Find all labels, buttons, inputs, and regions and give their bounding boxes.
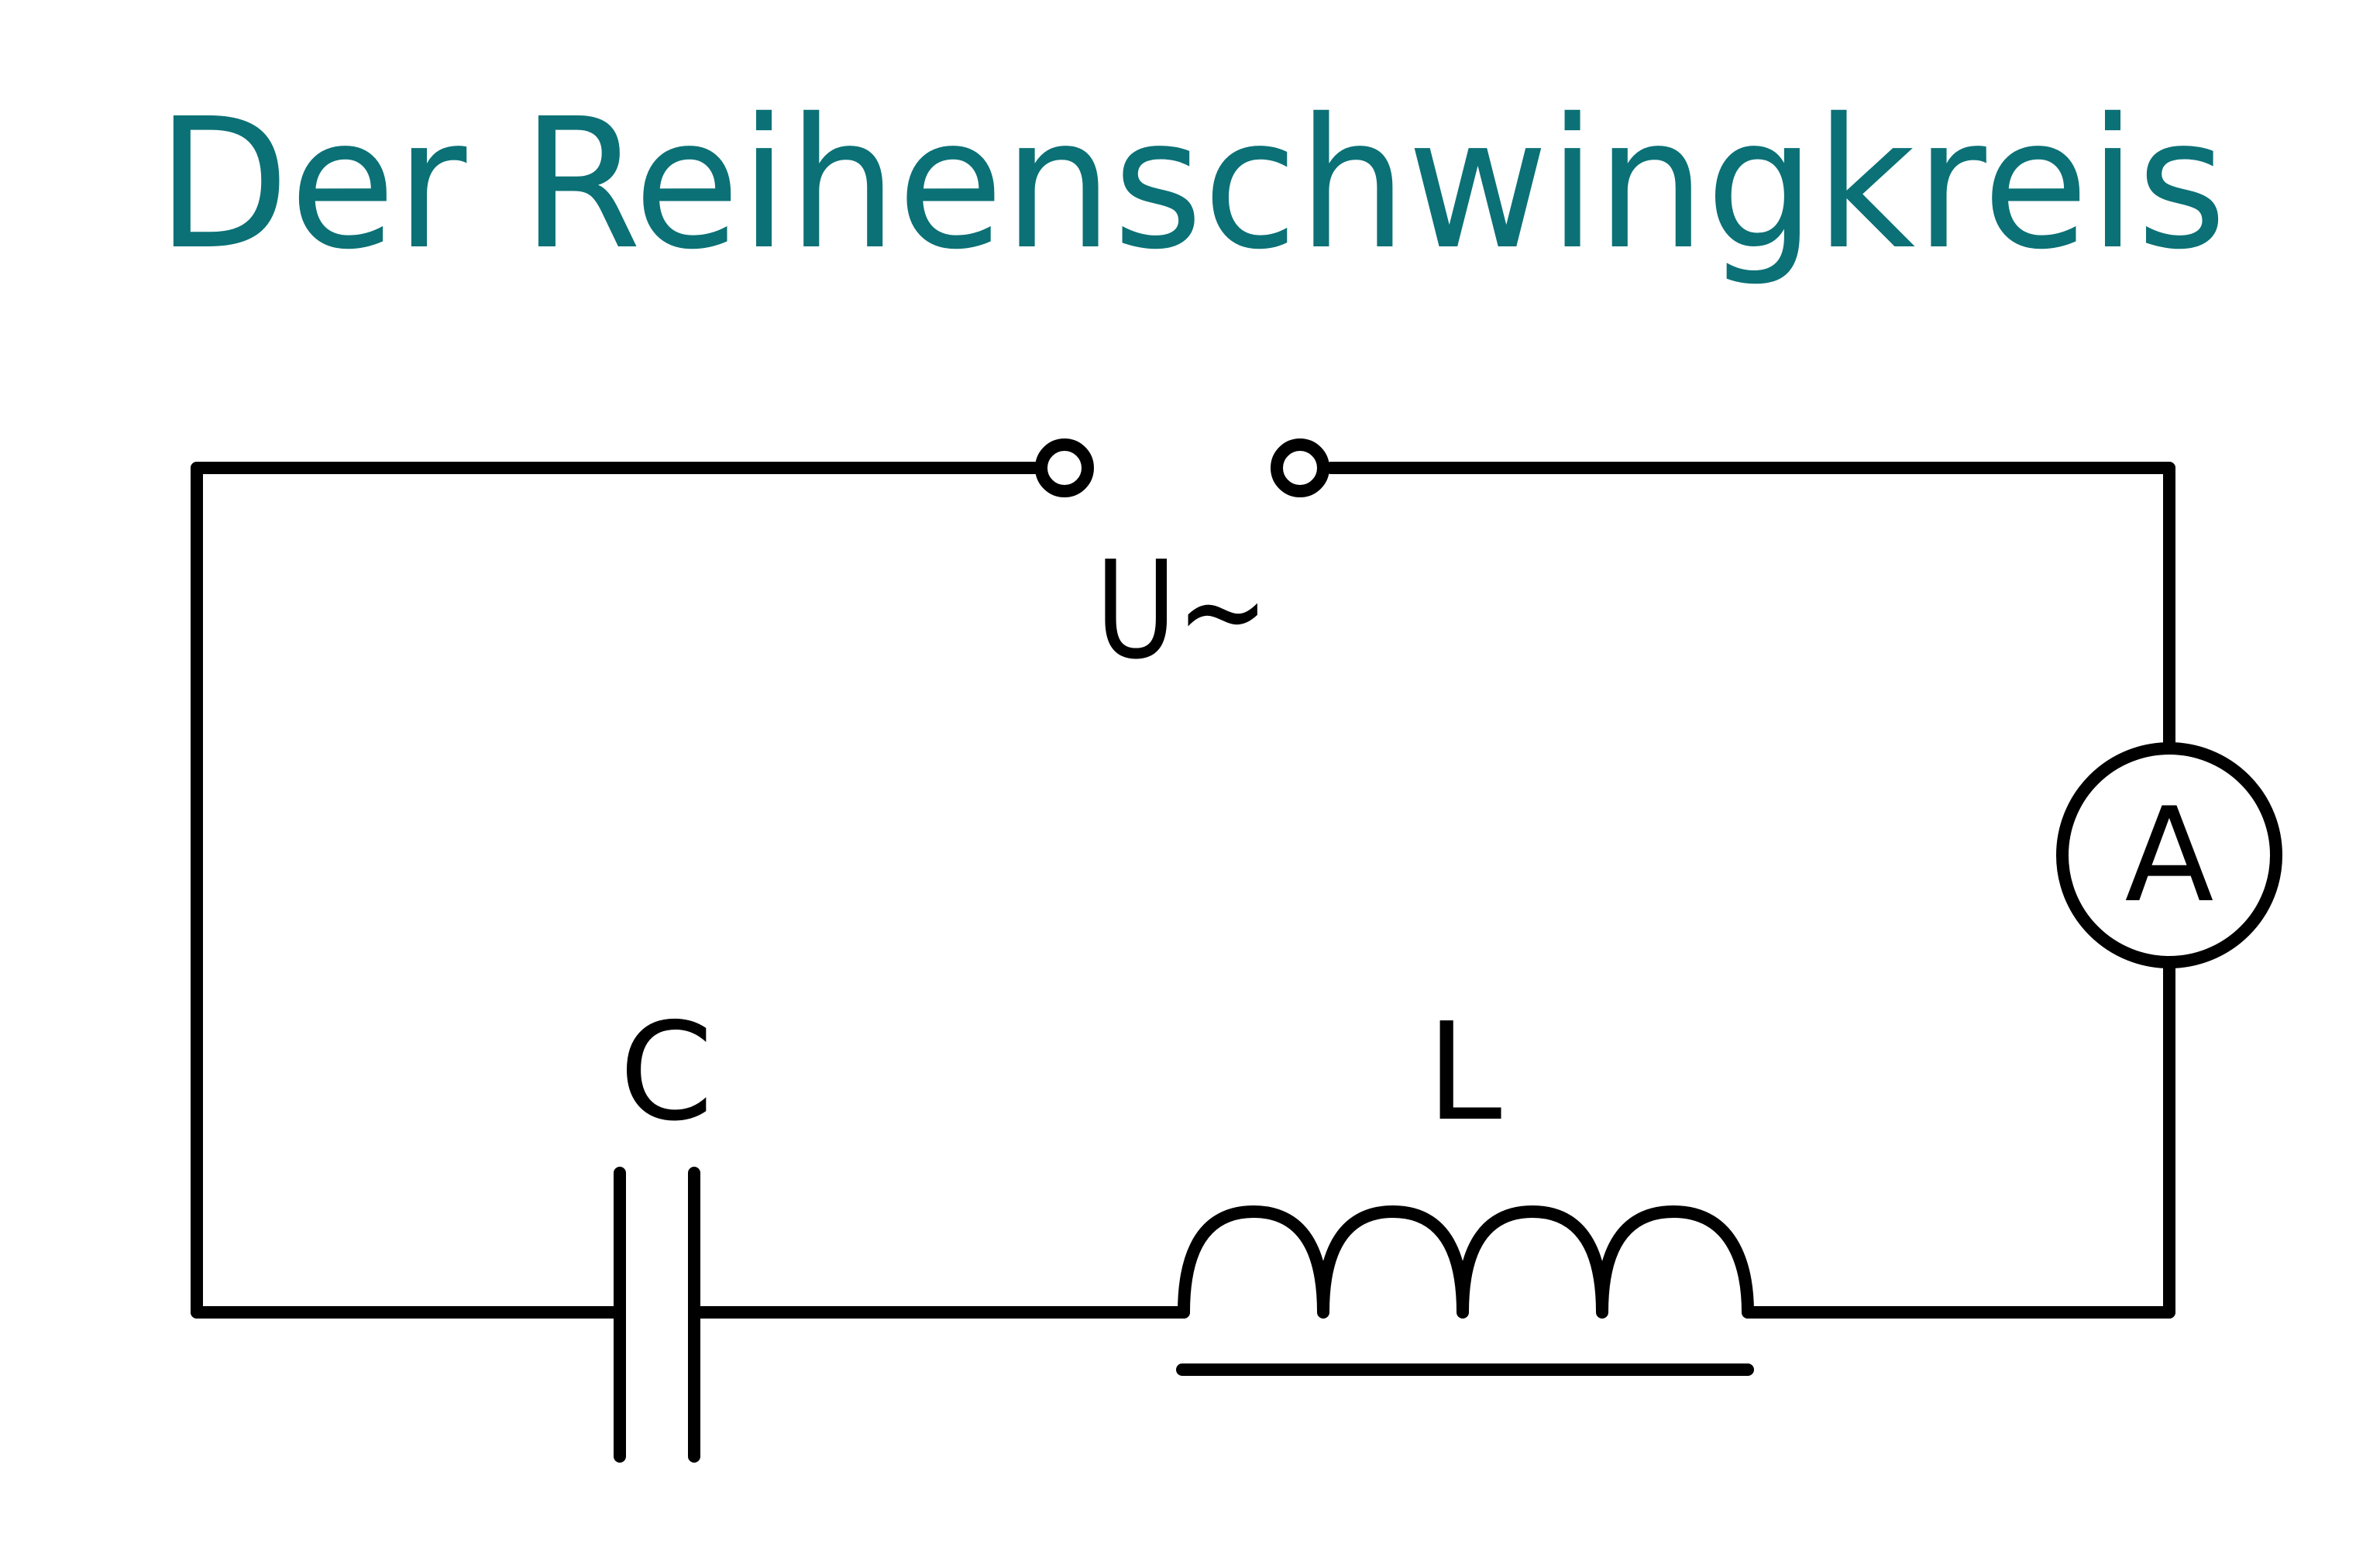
page-title: Der Reihenschwingkreis bbox=[156, 80, 2227, 289]
inductor-label: L bbox=[1427, 994, 1502, 1151]
ac-voltage-source: U~ bbox=[1035, 438, 1329, 689]
ammeter: A bbox=[2056, 742, 2282, 968]
circuit-wires bbox=[191, 462, 2175, 1319]
source-label: U~ bbox=[1095, 532, 1269, 689]
capacitor-label: C bbox=[619, 994, 714, 1151]
ammeter-label: A bbox=[2125, 779, 2214, 931]
ammeter-icon bbox=[2056, 742, 2282, 968]
inductor: L bbox=[1176, 994, 1754, 1376]
inductor-coil-icon bbox=[1178, 1205, 1754, 1319]
source-terminal-right-icon bbox=[1271, 438, 1329, 497]
capacitor: C bbox=[614, 994, 714, 1463]
source-terminal-left-icon bbox=[1035, 438, 1094, 497]
